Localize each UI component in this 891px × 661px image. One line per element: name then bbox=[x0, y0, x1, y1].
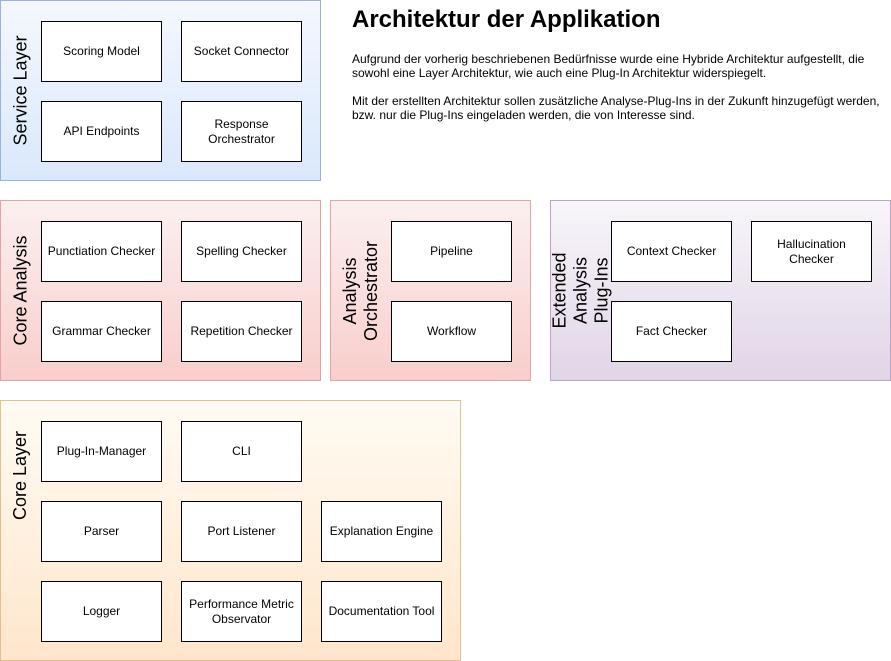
service-layer-group: Service Layer Scoring Model Socket Conne… bbox=[0, 0, 321, 181]
workflow-box: Workflow bbox=[391, 301, 512, 362]
logger-box: Logger bbox=[41, 581, 162, 642]
fact-checker-box: Fact Checker bbox=[611, 301, 732, 362]
repetition-checker-box: Repetition Checker bbox=[181, 301, 302, 362]
scoring-model-box: Scoring Model bbox=[41, 21, 162, 82]
cli-box: CLI bbox=[181, 421, 302, 482]
spelling-checker-box: Spelling Checker bbox=[181, 221, 302, 282]
context-checker-box: Context Checker bbox=[611, 221, 732, 282]
performance-metric-observator-box: Performance Metric Observator bbox=[181, 581, 302, 642]
plug-in-manager-box: Plug-In-Manager bbox=[41, 421, 162, 482]
group-label: Core Layer bbox=[1, 401, 41, 550]
extended-analysis-group: Extended Analysis Plug-Ins Context Check… bbox=[550, 200, 891, 381]
extended-analysis-label: Extended Analysis Plug-Ins bbox=[549, 252, 612, 329]
hallucination-checker-box: Hallucination Checker bbox=[751, 221, 872, 282]
api-endpoints-box: API Endpoints bbox=[41, 101, 162, 162]
punctiation-checker-box: Punctiation Checker bbox=[41, 221, 162, 282]
core-layer-label: Core Layer bbox=[10, 430, 31, 521]
core-layer-group: Core Layer Plug-In-Manager CLI Parser Po… bbox=[0, 400, 461, 661]
analysis-orchestrator-group: Analysis Orchestrator Pipeline Workflow bbox=[330, 200, 531, 381]
service-layer-label: Service Layer bbox=[10, 35, 31, 146]
group-label: Analysis Orchestrator bbox=[331, 201, 391, 380]
core-analysis-group: Core Analysis Punctiation Checker Spelli… bbox=[0, 200, 321, 381]
core-analysis-label: Core Analysis bbox=[10, 235, 31, 346]
description-paragraph: Mit der erstellten Architektur sollen zu… bbox=[352, 94, 880, 122]
explanation-engine-box: Explanation Engine bbox=[321, 501, 442, 562]
response-orchestrator-box: Response Orchestrator bbox=[181, 101, 302, 162]
description-paragraph: Aufgrund der vorherig beschriebenen Bedü… bbox=[352, 52, 865, 80]
port-listener-box: Port Listener bbox=[181, 501, 302, 562]
parser-box: Parser bbox=[41, 501, 162, 562]
socket-connector-box: Socket Connector bbox=[181, 21, 302, 82]
analysis-orchestrator-label: Analysis Orchestrator bbox=[340, 240, 381, 341]
group-label: Extended Analysis Plug-Ins bbox=[549, 201, 612, 380]
documentation-tool-box: Documentation Tool bbox=[321, 581, 442, 642]
group-label: Service Layer bbox=[1, 1, 41, 180]
description: Aufgrund der vorherig beschriebenen Bedü… bbox=[352, 52, 888, 136]
group-label: Core Analysis bbox=[1, 201, 41, 380]
diagram-title: Architektur der Applikation bbox=[352, 6, 661, 33]
pipeline-box: Pipeline bbox=[391, 221, 512, 282]
grammar-checker-box: Grammar Checker bbox=[41, 301, 162, 362]
